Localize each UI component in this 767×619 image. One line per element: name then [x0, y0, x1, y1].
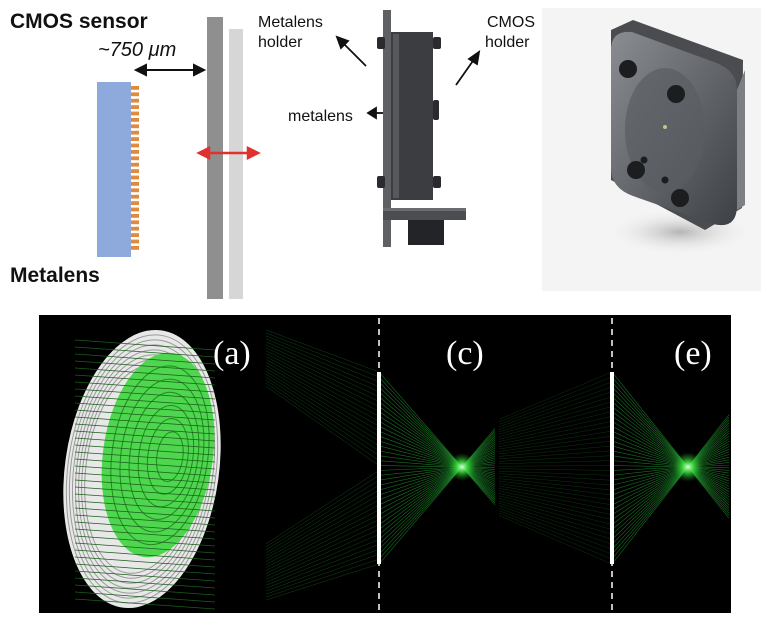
panel-c: (c)	[264, 315, 497, 613]
panel-c-letter: (c)	[446, 335, 484, 372]
metalens-substrate	[97, 82, 131, 257]
nanopillar-array	[131, 86, 139, 250]
nanopillar	[131, 176, 139, 180]
nanopillar	[131, 86, 139, 90]
nanopillar	[131, 233, 139, 237]
holder-base-top	[383, 208, 466, 211]
adjust-arrow	[199, 148, 258, 158]
nanopillar	[131, 169, 139, 173]
distance-label: ~750 μm	[98, 39, 176, 61]
panel-a: (a)	[39, 315, 264, 618]
nanopillar	[131, 150, 139, 154]
metalens-schematic: CMOS sensor ~750 μm Metalens	[10, 10, 258, 299]
nanopillar	[131, 163, 139, 167]
nanopillar	[131, 156, 139, 160]
nanopillar	[131, 188, 139, 192]
metalens-holder-label-line2: holder	[258, 34, 303, 51]
nanopillar	[131, 220, 139, 224]
nanopillar	[131, 99, 139, 103]
nanopillar	[131, 214, 139, 218]
metalens-sideview-label: metalens	[288, 108, 353, 125]
nanopillar	[131, 195, 139, 199]
holder-center-highlight	[393, 34, 399, 198]
nanopillar	[131, 227, 139, 231]
metalens-label: Metalens	[10, 264, 100, 287]
cmos-holder-label-line2: holder	[485, 34, 530, 51]
nanopillar	[131, 182, 139, 186]
panel-e-letter: (e)	[674, 335, 712, 372]
panel-c-lens-plane	[377, 372, 381, 564]
nanopillar	[131, 112, 139, 116]
nanopillar	[131, 118, 139, 122]
nanopillar	[131, 144, 139, 148]
nanopillar	[131, 201, 139, 205]
nanopillar	[131, 131, 139, 135]
panel-e-lens-plane	[610, 372, 614, 564]
housing-render	[542, 8, 761, 291]
nanopillar	[131, 240, 139, 244]
cmos-holder-label-line1: CMOS	[487, 14, 535, 31]
panel-a-letter: (a)	[213, 335, 251, 372]
nanopillar	[131, 137, 139, 141]
nanopillar	[131, 208, 139, 212]
distance-arrow	[136, 65, 204, 75]
nanopillar	[131, 92, 139, 96]
nanopillar	[131, 246, 139, 250]
cmos-cover-glass	[229, 29, 243, 299]
nanopillar	[131, 124, 139, 128]
panel-e: (e)	[497, 315, 731, 613]
nanopillar	[131, 105, 139, 109]
metalens-holder-label-line1: Metalens	[258, 14, 323, 31]
holder-foot	[408, 220, 444, 245]
holder-side-view: Metalens holder CMOS holder metalens	[258, 10, 535, 247]
cmos-sensor-label: CMOS sensor	[10, 10, 148, 33]
